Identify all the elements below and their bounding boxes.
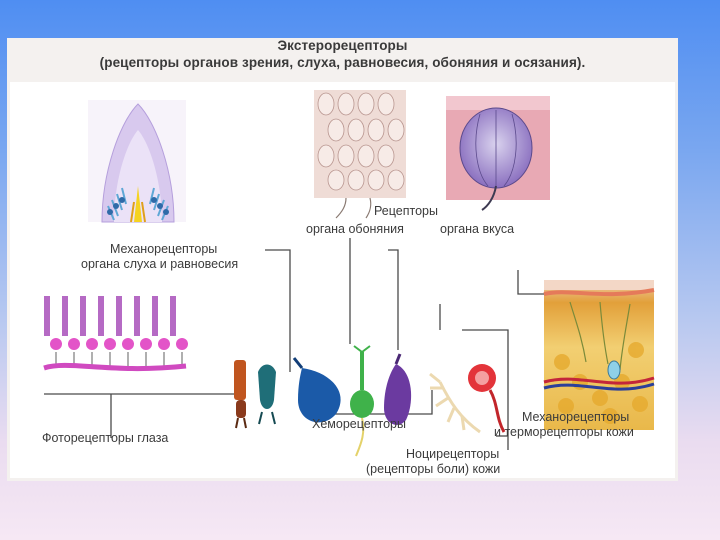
taste-bud-illustration xyxy=(446,96,550,211)
hearing-organ-illustration xyxy=(88,100,186,223)
chemoreceptors-label: Хеморецепторы xyxy=(312,417,406,431)
mechano-hearing-label-line2: органа слуха и равновесия xyxy=(81,257,239,271)
smell-organ-label: органа обоняния xyxy=(306,222,404,236)
nociceptors-label-line1: Ноцирецепторы xyxy=(406,447,500,461)
taste-organ-label: органа вкуса xyxy=(440,222,515,236)
mechano-hearing-label-line1: Механорецепторы xyxy=(110,242,218,256)
olfactory-organ-illustration xyxy=(314,90,406,219)
slide-card: Экстерорецепторы (рецепторы органов зрен… xyxy=(7,38,678,481)
skin-section-illustration xyxy=(543,280,655,430)
receptor-cells-row xyxy=(234,345,506,457)
slide-title: Экстерорецепторы xyxy=(277,38,408,53)
skin-mechanoreceptors-label-line1: Механорецепторы xyxy=(522,410,630,424)
diagram-panel: Рецепторы органа обоняния органа вкуса М… xyxy=(10,82,675,478)
photoreceptors-label: Фоторецепторы глаза xyxy=(42,431,169,445)
nociceptors-label-line2: (рецепторы боли) кожи xyxy=(366,462,501,476)
photoreceptors-illustration xyxy=(43,296,188,372)
skin-mechanoreceptors-label-line2: и терморецепторы кожи xyxy=(494,425,634,439)
receptor-illustrations xyxy=(43,90,655,457)
receptors-heading-label: Рецепторы xyxy=(374,204,438,218)
slide-subtitle: (рецепторы органов зрения, слуха, равнов… xyxy=(99,55,586,70)
